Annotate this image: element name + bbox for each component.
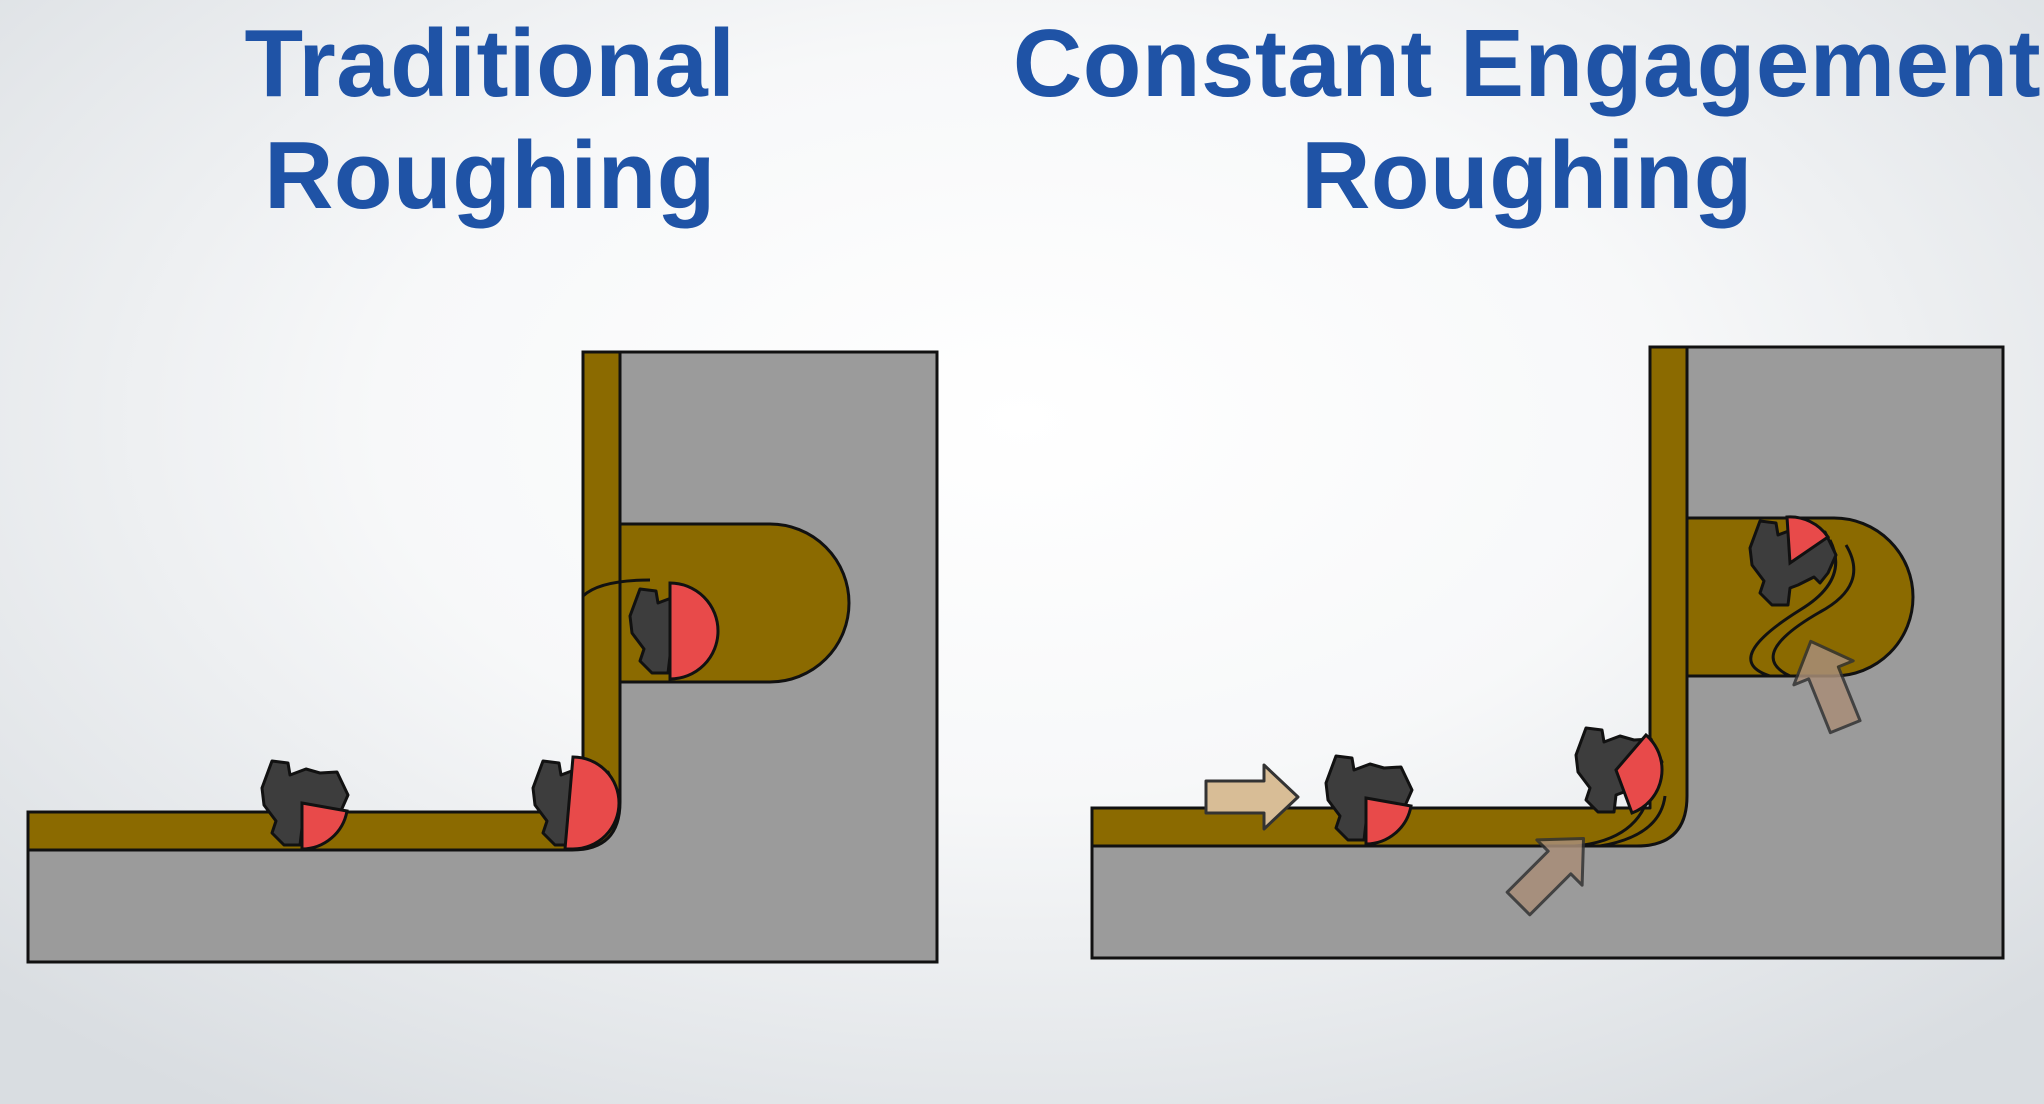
constant-engagement-panel [1090, 345, 2005, 960]
engagement-wedge [1785, 515, 1831, 566]
engagement-wedge [563, 755, 621, 851]
constant-engagement-cutter-slot [1748, 515, 1838, 607]
constant-engagement-cutter-corner [1574, 726, 1664, 815]
engagement-wedge [300, 801, 349, 851]
constant-engagement-toolpath-channel [1090, 345, 1689, 848]
traditional-cutter-slot [628, 581, 720, 681]
traditional-panel [26, 350, 939, 964]
constant-engagement-title-line2: Roughing [1301, 122, 1753, 229]
constant-engagement-slot-pocket [1685, 516, 1915, 678]
constant-engagement-roughing-title: Constant Engagement Roughing [1010, 8, 2044, 232]
constant-engagement-cutter-floor [1324, 754, 1414, 846]
traditional-roughing-title-line1: Traditional [244, 10, 736, 117]
traditional-cutter-floor [260, 759, 350, 851]
engagement-wedge [1614, 732, 1664, 815]
constant-engagement-title-line1: Constant Engagement [1012, 10, 2042, 117]
engagement-wedge [1364, 796, 1413, 846]
traditional-roughing-title: Traditional Roughing [190, 8, 790, 232]
traditional-roughing-title-line2: Roughing [264, 122, 716, 229]
engagement-wedge [668, 581, 720, 681]
constant-engagement-slot-arc [1771, 544, 1856, 678]
constant-engagement-corner-arc [1599, 795, 1667, 848]
constant-engagement-slot-arc [1749, 539, 1838, 678]
traditional-cutter-corner [531, 755, 621, 851]
traditional-entry-arc [581, 578, 651, 598]
